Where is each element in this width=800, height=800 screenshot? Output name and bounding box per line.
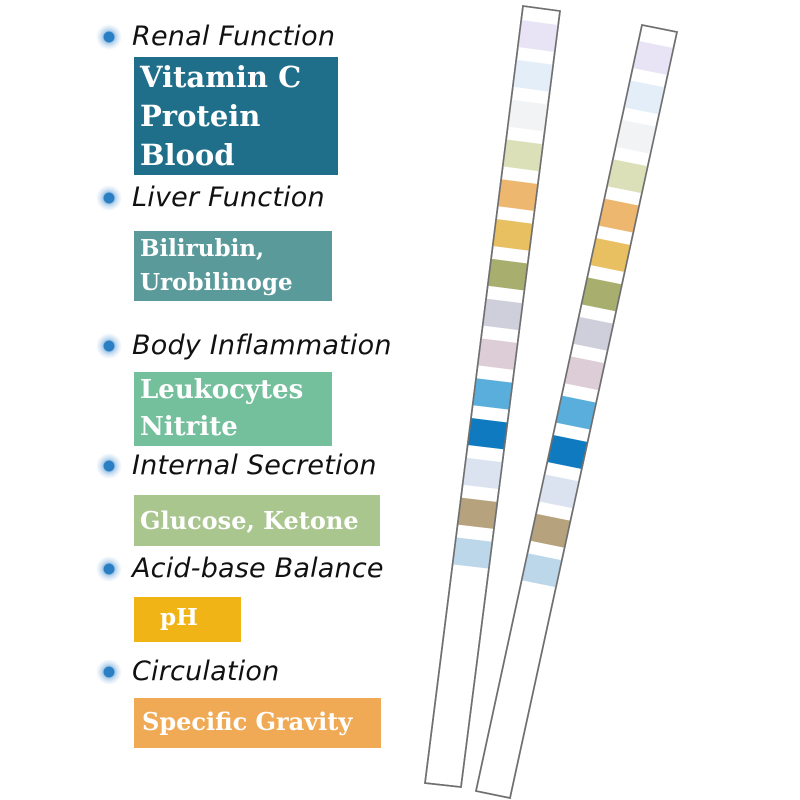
bullet-icon — [96, 452, 122, 479]
reagent-pad — [477, 338, 518, 370]
reagent-pad — [502, 139, 544, 172]
reagent-pad — [492, 219, 533, 251]
test-item: Bilirubin, — [140, 235, 265, 262]
reagent-pad — [482, 298, 523, 331]
test-item: Glucose, Ketone — [140, 506, 359, 535]
bullet-icon — [96, 184, 122, 211]
test-box-circulation: Specific Gravity — [134, 698, 381, 748]
category-acid-base-balance: Acid-base Balance — [96, 553, 384, 584]
reagent-pad — [497, 179, 538, 211]
reagent-pad — [632, 41, 674, 75]
reagent-pad — [572, 316, 614, 351]
reagent-pad — [615, 119, 657, 154]
reagent-pad — [538, 474, 580, 509]
category-body-inflammation: Body Inflammation — [96, 330, 392, 361]
category-internal-secretion: Internal Secretion — [96, 450, 377, 481]
category-title: Renal Function — [132, 21, 336, 52]
reagent-pad — [607, 159, 648, 194]
category-liver-function: Liver Function — [96, 182, 325, 213]
reagent-pad — [452, 537, 493, 569]
category-title: Internal Secretion — [132, 450, 377, 481]
category-circulation: Circulation — [96, 656, 279, 687]
test-box-renal: Vitamin C Protein Blood — [134, 57, 338, 175]
test-item: pH — [160, 604, 198, 631]
reagent-pad — [457, 497, 498, 529]
test-box-acid-base: pH — [134, 597, 241, 642]
reagent-pad — [507, 99, 549, 132]
test-item: Urobilinoge — [140, 269, 293, 296]
test-box-liver: Bilirubin, Urobilinoge — [134, 231, 332, 301]
test-box-secretion: Glucose, Ketone — [134, 495, 380, 546]
bullet-icon — [96, 555, 122, 582]
category-renal-function: Renal Function — [96, 21, 335, 52]
reagent-pad — [598, 198, 640, 233]
reagent-pad — [547, 435, 588, 469]
reagent-pad — [462, 457, 503, 490]
bullet-icon — [96, 23, 122, 50]
test-item: Blood — [140, 138, 235, 172]
reagent-pad — [624, 80, 665, 115]
reagent-pad — [512, 59, 554, 92]
test-item: Leukocytes — [140, 375, 304, 405]
reagent-pad — [530, 513, 571, 548]
reagent-pad — [581, 277, 622, 312]
test-strip-2 — [475, 24, 678, 799]
reagent-pad — [467, 418, 508, 450]
category-title: Circulation — [132, 656, 280, 687]
reagent-pad — [517, 20, 559, 52]
bullet-icon — [96, 332, 122, 359]
category-title: Body Inflammation — [132, 330, 392, 361]
bullet-icon — [96, 658, 122, 685]
reagent-pad — [521, 553, 562, 588]
test-item: Specific Gravity — [142, 707, 353, 736]
category-title: Liver Function — [132, 182, 325, 213]
category-title: Acid-base Balance — [132, 553, 384, 584]
test-box-inflammation: Leukocytes Nitrite — [134, 372, 332, 446]
test-item: Protein — [140, 99, 261, 133]
reagent-pad — [555, 395, 597, 430]
test-strip-1 — [424, 5, 561, 788]
test-item: Vitamin C — [140, 60, 302, 94]
reagent-pad — [589, 238, 631, 272]
reagent-pad — [472, 378, 513, 410]
reagent-pad — [564, 356, 605, 391]
test-item: Nitrite — [140, 412, 238, 442]
reagent-pad — [487, 258, 528, 291]
